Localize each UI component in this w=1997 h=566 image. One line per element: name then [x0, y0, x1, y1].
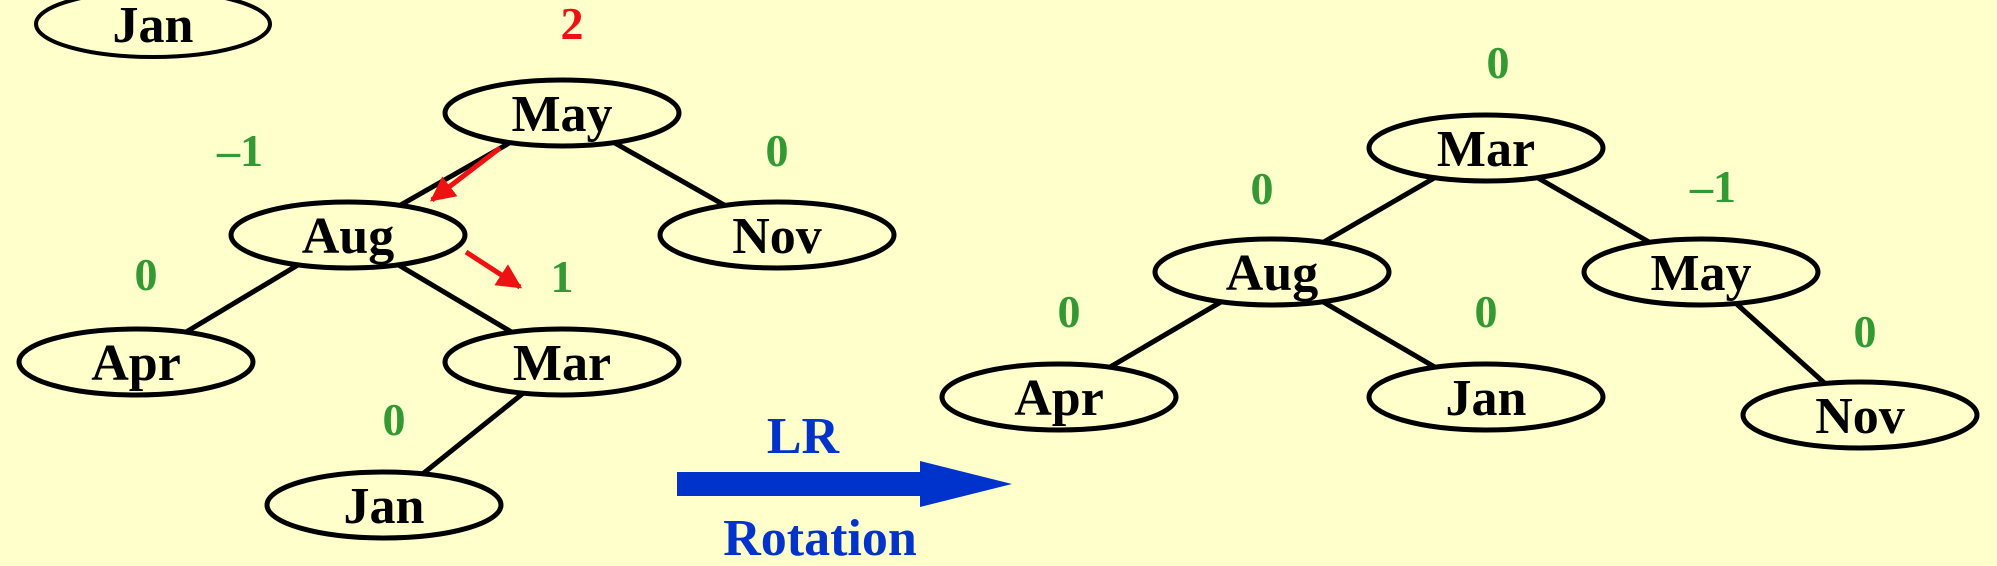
node-apr: Apr 0	[939, 286, 1179, 433]
node-key-label: May	[1650, 245, 1751, 302]
node-ellipse	[1740, 379, 1980, 451]
node-ellipse	[442, 326, 682, 398]
rotation-caption: Rotation	[723, 510, 917, 566]
balance-factor-label: –1	[1689, 161, 1736, 212]
balance-factor-label: 2	[561, 0, 584, 49]
node-key-label: Jan	[1446, 370, 1527, 427]
edge-aug-to-apr	[1093, 290, 1238, 379]
edge-may-to-nov	[1723, 292, 1838, 395]
path-arrow-aug-to-mar	[464, 249, 523, 290]
node-mar: Mar 1	[442, 251, 682, 398]
node-ellipse	[1152, 236, 1392, 308]
edge-mar-to-aug	[1306, 166, 1452, 254]
node-key-label: Mar	[1437, 121, 1535, 178]
node-ellipse	[939, 361, 1179, 433]
node-ellipse	[16, 326, 256, 398]
edge-aug-to-jan	[1306, 290, 1452, 379]
edge-mar-to-jan	[409, 381, 537, 486]
inserted-key-node: Jan	[34, 0, 272, 59]
node-key-label: Jan	[344, 478, 425, 535]
node-key-label: Aug	[302, 208, 394, 265]
node-ellipse	[228, 199, 468, 271]
balance-factor-label: 0	[383, 394, 406, 445]
node-mar: Mar 0	[1366, 37, 1606, 184]
rotation-type-label: LR	[767, 408, 841, 465]
before-tree-edges	[169, 131, 742, 486]
node-ellipse	[657, 199, 897, 271]
node-key-label: Aug	[1226, 245, 1318, 302]
node-nov: Nov 0	[1740, 306, 1980, 451]
node-key-label: Apr	[1014, 370, 1104, 427]
after-tree-edges	[1093, 166, 1838, 395]
edge-mar-to-may	[1520, 166, 1667, 254]
balance-factor-label: 0	[1058, 286, 1081, 337]
balance-factor-label: 0	[766, 125, 789, 176]
path-arrow-may-to-aug	[430, 146, 502, 202]
node-ellipse	[1366, 361, 1606, 433]
node-key-label: Apr	[91, 335, 181, 392]
edge-may-to-nov	[597, 131, 742, 217]
balance-factor-label: 0	[1475, 286, 1498, 337]
edge-aug-to-mar	[381, 253, 529, 344]
node-aug: Aug –1	[216, 125, 468, 271]
node-nov: Nov 0	[657, 125, 897, 271]
node-aug: Aug 0	[1152, 163, 1392, 308]
rotation-arrow	[677, 461, 1012, 507]
node-jan: Jan 0	[1366, 286, 1606, 433]
node-ellipse	[442, 77, 682, 149]
node-apr: Apr 0	[16, 249, 256, 398]
inserted-key-label: Jan	[113, 0, 194, 54]
node-key-label: Nov	[1815, 388, 1905, 445]
edge-aug-to-apr	[169, 253, 315, 344]
node-key-label: Nov	[732, 208, 822, 265]
balance-factor-label: 0	[1854, 306, 1877, 357]
balance-factor-label: 1	[551, 251, 574, 302]
balance-factor-label: –1	[216, 125, 263, 176]
node-may: May 2	[442, 0, 682, 149]
rotation-indicator: LR Rotation	[677, 408, 1012, 566]
balance-factor-label: 0	[1487, 37, 1510, 88]
node-ellipse	[1366, 112, 1606, 184]
node-jan: Jan 0	[264, 394, 504, 541]
node-ellipse	[1581, 236, 1821, 308]
balance-factor-label: 0	[1251, 163, 1274, 214]
node-ellipse	[264, 469, 504, 541]
node-may: May –1	[1581, 161, 1821, 308]
balance-factor-label: 0	[135, 249, 158, 300]
node-key-label: Mar	[513, 335, 611, 392]
edge-may-to-aug	[383, 131, 527, 217]
node-key-label: May	[511, 86, 612, 143]
